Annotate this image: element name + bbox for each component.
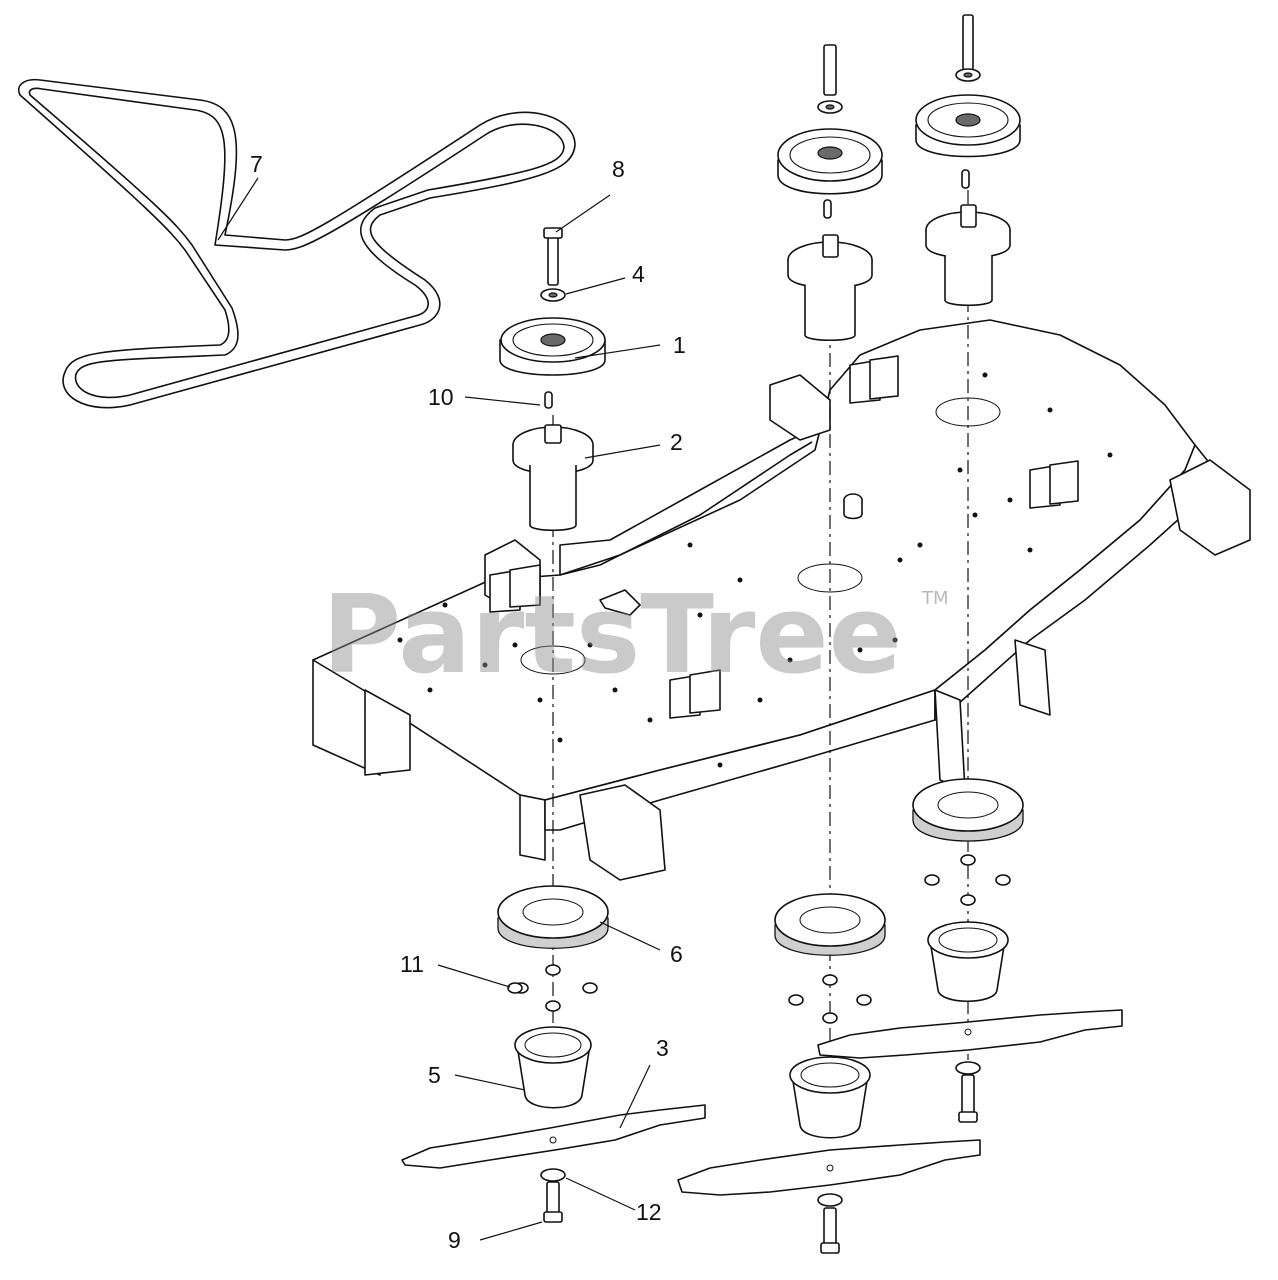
watermark-trademark: TM	[921, 588, 949, 609]
callout-3[interactable]: 3	[656, 1035, 669, 1061]
washer-icon[interactable]	[540, 288, 566, 302]
callout-10[interactable]: 10	[428, 384, 454, 410]
leader-lines	[217, 177, 661, 1241]
callout-11[interactable]: 11	[400, 951, 424, 977]
watermark-text: PartsTree	[322, 573, 902, 698]
callout-5[interactable]: 5	[428, 1062, 441, 1088]
bolt-icon[interactable]	[543, 227, 563, 286]
callout-12[interactable]: 12	[636, 1199, 662, 1225]
callout-8[interactable]: 8	[612, 156, 625, 182]
spindle-icon[interactable]	[512, 424, 594, 532]
pulley-icon[interactable]	[499, 317, 606, 376]
belt-icon[interactable]	[18, 78, 576, 409]
callout-2[interactable]: 2	[670, 429, 683, 455]
deck-icon	[312, 319, 1251, 881]
callout-labels: 7 8 4 1 10 2 6 11 5 3 12 9	[250, 151, 686, 1253]
spindle-icon[interactable]	[497, 885, 609, 949]
callout-7[interactable]: 7	[250, 151, 263, 177]
callout-6[interactable]: 6	[670, 941, 683, 967]
blade-icon[interactable]	[401, 1104, 706, 1169]
callout-1[interactable]: 1	[673, 332, 686, 358]
nut-icon[interactable]	[513, 964, 598, 1012]
callout-4[interactable]: 4	[632, 261, 645, 287]
callout-9[interactable]: 9	[448, 1227, 461, 1253]
